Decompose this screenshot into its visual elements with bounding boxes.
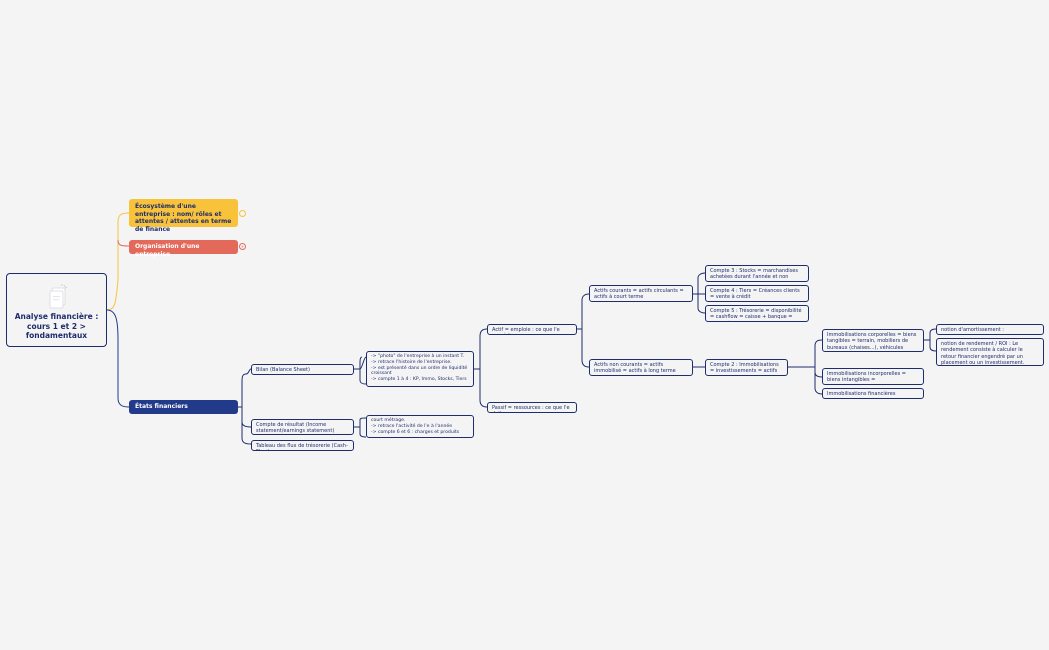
expand-icon[interactable] bbox=[239, 210, 246, 217]
branch-organisation[interactable]: Organisation d'une entreprise bbox=[129, 240, 238, 258]
node-compte-resultat[interactable]: Compte de résultat (Income statement/ear… bbox=[251, 419, 354, 435]
node-immo-financieres[interactable]: Immobilisations financières bbox=[822, 388, 924, 399]
node-resultat-detail[interactable]: court métrage. -> retrace l'activité de … bbox=[366, 415, 474, 438]
document-stack-icon bbox=[49, 284, 68, 309]
root-node[interactable]: Analyse financière : cours 1 et 2 > fond… bbox=[6, 273, 107, 347]
node-actif[interactable]: Actif = emploie : ce que l'e possède bbox=[487, 324, 577, 335]
node-compte-2[interactable]: Compte 2 : Immobilisations = investissem… bbox=[705, 359, 788, 376]
node-compte-5[interactable]: Compte 5 : Trésorerie = disponibilité = … bbox=[705, 305, 809, 322]
node-notion-amortissement[interactable]: notion d'amortissement : bbox=[936, 324, 1044, 335]
branch-etats-financiers[interactable]: États financiers bbox=[129, 400, 238, 414]
branch-ecosysteme[interactable]: Écosystème d'une entreprise : nom/ rôles… bbox=[129, 199, 238, 233]
node-compte-4[interactable]: Compte 4 : Tiers = Créances clients = ve… bbox=[705, 285, 809, 302]
node-actifs-non-courants[interactable]: Actifs non courants = actifs immobilisé … bbox=[589, 359, 693, 376]
root-title: Analyse financière : cours 1 et 2 > fond… bbox=[14, 312, 99, 340]
node-bilan[interactable]: Bilan (Balance Sheet) bbox=[251, 364, 354, 375]
node-compte-3[interactable]: Compte 3 : Stocks = marchandises achetée… bbox=[705, 265, 809, 282]
node-actifs-courants[interactable]: Actifs courants = actifs circulants = ac… bbox=[589, 285, 693, 302]
node-immo-incorporelles[interactable]: Immobilisations incorporelles = biens in… bbox=[822, 368, 924, 385]
expand-icon[interactable]: + bbox=[239, 243, 246, 250]
node-immo-corporelles[interactable]: Immobilisations corporelles = biens tang… bbox=[822, 329, 924, 352]
node-notion-rendement[interactable]: notion de rendement / ROI : Le rendement… bbox=[936, 338, 1044, 366]
node-bilan-detail[interactable]: -> "photo" de l'entreprise à un instant … bbox=[366, 351, 474, 387]
node-passif[interactable]: Passif = ressources : ce que l'e doit bbox=[487, 402, 577, 413]
node-tableau-flux[interactable]: Tableau des flux de trésorerie (Cash-Flo… bbox=[251, 440, 354, 451]
